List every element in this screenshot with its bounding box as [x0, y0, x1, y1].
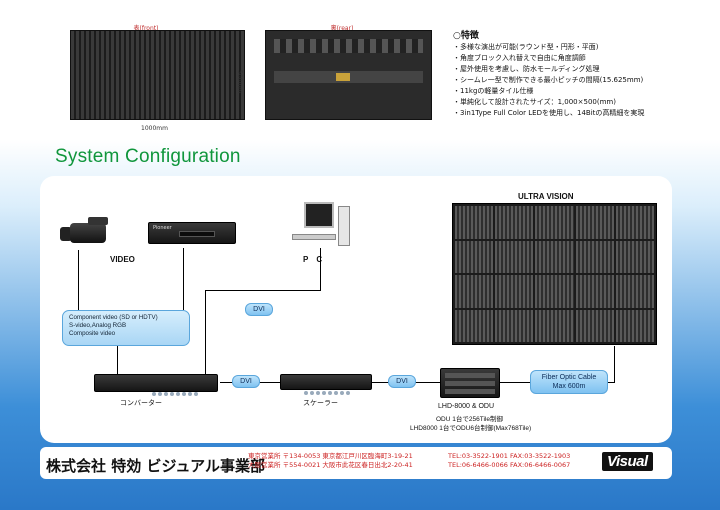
dvd-brand: Pioneer — [153, 225, 172, 231]
feature-item: ・角度ブロック入れ替えで自由に角度調節 — [453, 54, 586, 62]
input-types-box: Component video (SD or HDTV) S-video,Ana… — [62, 310, 190, 346]
feature-item: ・多様な演出が可能(ラウンド型・円形・平面) — [453, 43, 599, 51]
ultra-vision-label: ULTRA VISION — [518, 192, 574, 201]
front-label: 表(front) — [133, 25, 159, 32]
connector — [183, 248, 184, 310]
feature-item: ・11kgの軽量タイル仕様 — [453, 87, 534, 95]
feature-item: ・シームレ一型で制作できる最小ピッチの間隔(15.625mm) — [453, 76, 644, 84]
dvi-badge: DVI — [388, 375, 416, 388]
video-camera-icon — [60, 215, 110, 245]
tokyo-tel: TEL:03-3522-1901 FAX:03-3522-1903 — [448, 452, 571, 460]
input-type: Component video (SD or HDTV) — [69, 314, 158, 321]
connector — [78, 250, 79, 310]
fiber-text: Fiber Optic Cable — [541, 374, 597, 381]
converter-label: コンバーター — [120, 400, 162, 407]
height-dimension: 500mm — [236, 70, 243, 94]
feature-item: ・単純化して設計されたサイズ：1,000×500(mm) — [453, 98, 616, 106]
page-title: System Configuration — [55, 146, 241, 167]
led-wall-image — [452, 203, 657, 345]
front-panel-photo — [70, 30, 245, 120]
feature-item: ・3in1Type Full Color LEDを使用し、14Bitの高精細を実… — [453, 109, 645, 117]
osaka-office: 大阪営業所 〒554-0021 大阪市此花区春日出北2-20-41 — [248, 461, 413, 469]
pc-icon — [290, 202, 352, 248]
width-dimension: 1000mm — [141, 125, 168, 132]
company-name: 株式会社 特効 ビジュアル事業部 — [46, 457, 265, 475]
rear-panel-photo — [265, 30, 432, 120]
scaler-device-icon — [280, 374, 372, 395]
footer — [40, 447, 672, 479]
features-title: ○特徴 — [453, 31, 479, 41]
connector — [205, 290, 320, 291]
lhd-note: ODU 1台で256Tile制御 — [436, 416, 503, 423]
connector — [320, 248, 321, 291]
video-label: VIDEO — [110, 255, 135, 264]
lhd-rack-icon — [440, 368, 500, 398]
connector — [608, 382, 615, 383]
dvi-badge: DVI — [232, 375, 260, 388]
input-type: S-video,Analog RGB — [69, 322, 127, 329]
dvi-badge: DVI — [245, 303, 273, 316]
pc-label: P C — [303, 255, 326, 264]
features-list: ・多様な演出が可能(ラウンド型・円形・平面) ・角度ブロック入れ替えで自由に角度… — [453, 42, 644, 119]
input-type: Composite video — [69, 330, 116, 337]
visual-logo: Visual — [602, 452, 653, 471]
rear-label: 裏(rear) — [330, 25, 354, 32]
connector — [614, 346, 615, 383]
connector — [205, 290, 206, 376]
lhd-note: LHD8000 1台でODU6台制御(Max768Tile) — [410, 425, 532, 432]
office-contact: TEL:03-3522-1901 FAX:03-3522-1903 TEL:06… — [448, 452, 570, 470]
osaka-tel: TEL:06-6466-0066 FAX:06-6466-0067 — [448, 461, 571, 469]
connector — [500, 382, 530, 383]
scaler-label: スケーラー — [303, 400, 338, 407]
fiber-optic-badge: Fiber Optic Cable Max 600m — [530, 370, 608, 394]
fiber-text: Max 600m — [552, 383, 586, 390]
dvd-player-icon: Pioneer — [148, 222, 236, 244]
converter-device-icon — [94, 374, 218, 396]
tokyo-office: 東京営業所 〒134-0053 東京都江戸川区臨海町3-19-21 — [248, 452, 413, 460]
lhd-label: LHD-8000 & ODU — [438, 403, 495, 410]
connector — [117, 346, 118, 376]
office-address: 東京営業所 〒134-0053 東京都江戸川区臨海町3-19-21 大阪営業所 … — [248, 452, 413, 470]
feature-item: ・屋外使用を考慮し、防水モールディング処理 — [453, 65, 600, 73]
